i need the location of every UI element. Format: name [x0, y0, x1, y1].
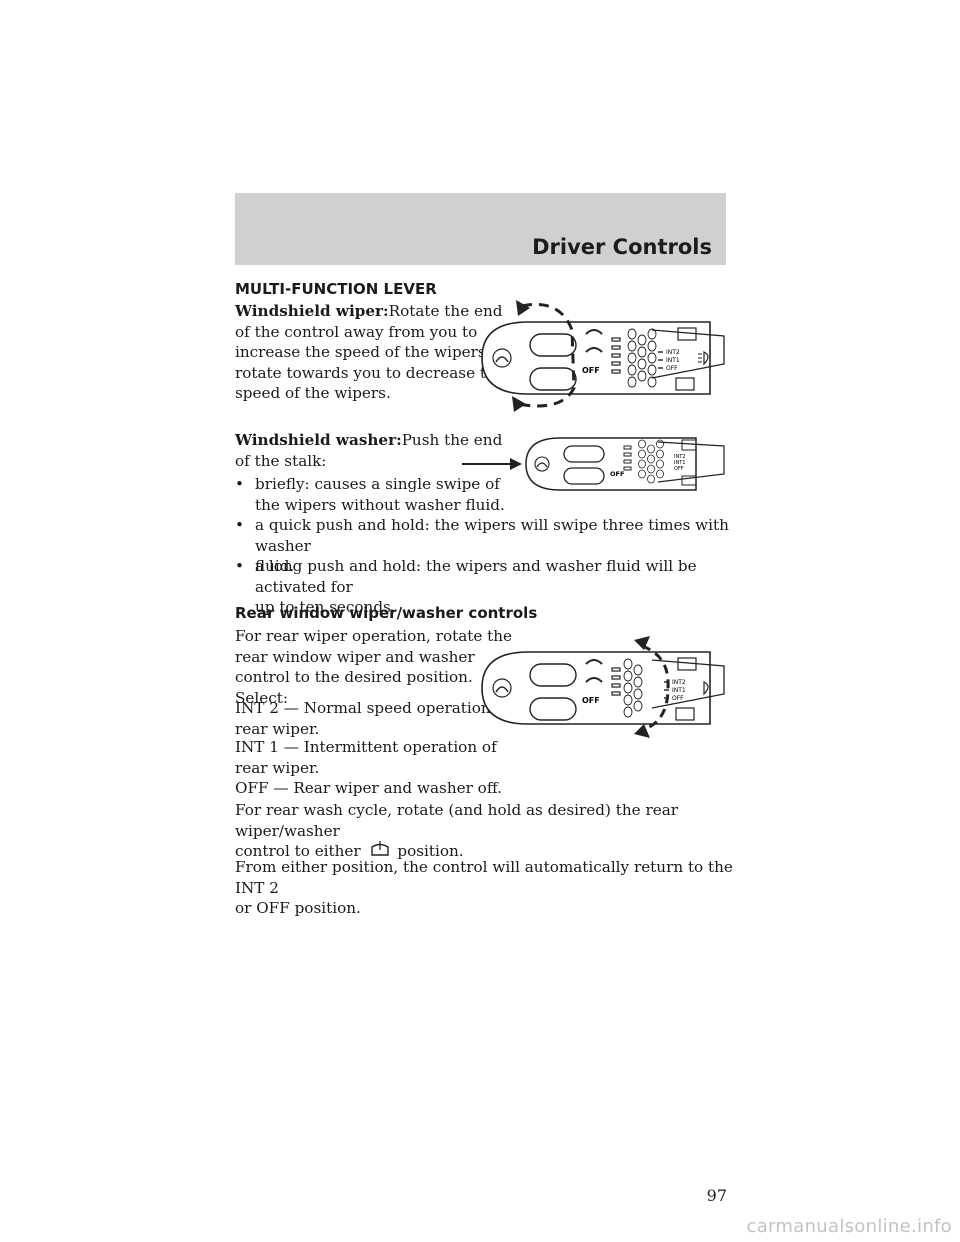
headlamp-icon	[703, 681, 709, 696]
wiper-label: Windshield wiper:	[235, 302, 389, 320]
heading-multi-function-lever: MULTI-FUNCTION LEVER	[235, 280, 437, 298]
svg-text:INT2: INT2	[666, 349, 680, 356]
wiper-text-4: rotate towards you to decrease the	[235, 363, 505, 382]
watermark: carmanualsonline.info	[746, 1216, 952, 1237]
rear-wash: For rear wash cycle, rotate (and hold as…	[235, 801, 679, 860]
svg-text:INT1: INT1	[674, 460, 685, 466]
svg-text:INT2: INT2	[674, 454, 685, 460]
rear-wiper-icon	[681, 439, 697, 451]
list-item: • a quick push and hold: the wipers will…	[235, 516, 729, 575]
rear-wiper-icon	[677, 657, 697, 671]
list-item: • a long push and hold: the wipers and w…	[235, 557, 697, 616]
washer-label: Windshield washer:	[235, 431, 402, 449]
page-number: 97	[706, 1186, 727, 1205]
wiper-text-1: Rotate the end	[388, 302, 503, 320]
svg-text:OFF: OFF	[672, 695, 684, 702]
washer-text-1: Push the end	[401, 431, 503, 449]
svg-text:OFF: OFF	[674, 466, 684, 472]
section-header: Driver Controls	[235, 193, 726, 265]
lever-rotate-figure: OFF INT2 INT1 OFF	[481, 300, 725, 412]
arrow-icon	[512, 396, 526, 412]
arrow-icon	[516, 300, 530, 316]
wiper-paragraph: Windshield wiper:Rotate the end of the c…	[235, 301, 505, 404]
rear-wiper-icon	[675, 327, 697, 391]
rear-off: OFF — Rear wiper and washer off.	[235, 779, 502, 797]
wiper-icon	[492, 678, 512, 698]
washer-paragraph: Windshield washer:Push the end of the st…	[235, 430, 502, 471]
wiper-icon	[534, 456, 550, 472]
svg-text:INT1: INT1	[672, 687, 686, 694]
svg-text:INT1: INT1	[666, 357, 680, 364]
wiper-text-3: increase the speed of the wipers;	[235, 343, 491, 361]
rear-int2: INT 2 — Normal speed operation of rear w…	[235, 699, 511, 738]
bullet-icon: •	[235, 516, 244, 534]
rear-return: From either position, the control will a…	[235, 858, 733, 917]
svg-text:OFF: OFF	[666, 365, 678, 372]
washer-text-2: of the stalk:	[235, 451, 327, 470]
wiper-speed-icon	[585, 329, 603, 353]
off-label: OFF	[582, 366, 600, 375]
lever-push-figure: OFF INT2 INT1 OFF	[462, 437, 725, 491]
arrow-icon	[634, 636, 650, 650]
heading-rear-controls: Rear window wiper/washer controls	[235, 604, 538, 622]
svg-text:OFF: OFF	[610, 470, 624, 478]
headlamp-icon	[698, 351, 709, 366]
rear-int1: INT 1 — Intermittent operation of rear w…	[235, 738, 497, 777]
svg-text:OFF: OFF	[582, 696, 600, 705]
bullet-icon: •	[235, 475, 244, 493]
arrow-icon	[634, 724, 650, 738]
wiper-icon	[492, 348, 512, 368]
wiper-text-2: of the control away from you to	[235, 322, 478, 341]
bullet-icon: •	[235, 557, 244, 575]
rear-intro: For rear wiper operation, rotate the rea…	[235, 627, 513, 707]
washer-icon	[370, 841, 389, 856]
section-title: Driver Controls	[532, 235, 712, 259]
svg-text:INT2: INT2	[672, 679, 686, 686]
list-item: • briefly: causes a single swipe of the …	[235, 475, 505, 514]
rear-rotate-figure: OFF INT2 INT1 OFF	[481, 636, 725, 738]
wiper-text-5: speed of the wipers.	[235, 384, 391, 402]
